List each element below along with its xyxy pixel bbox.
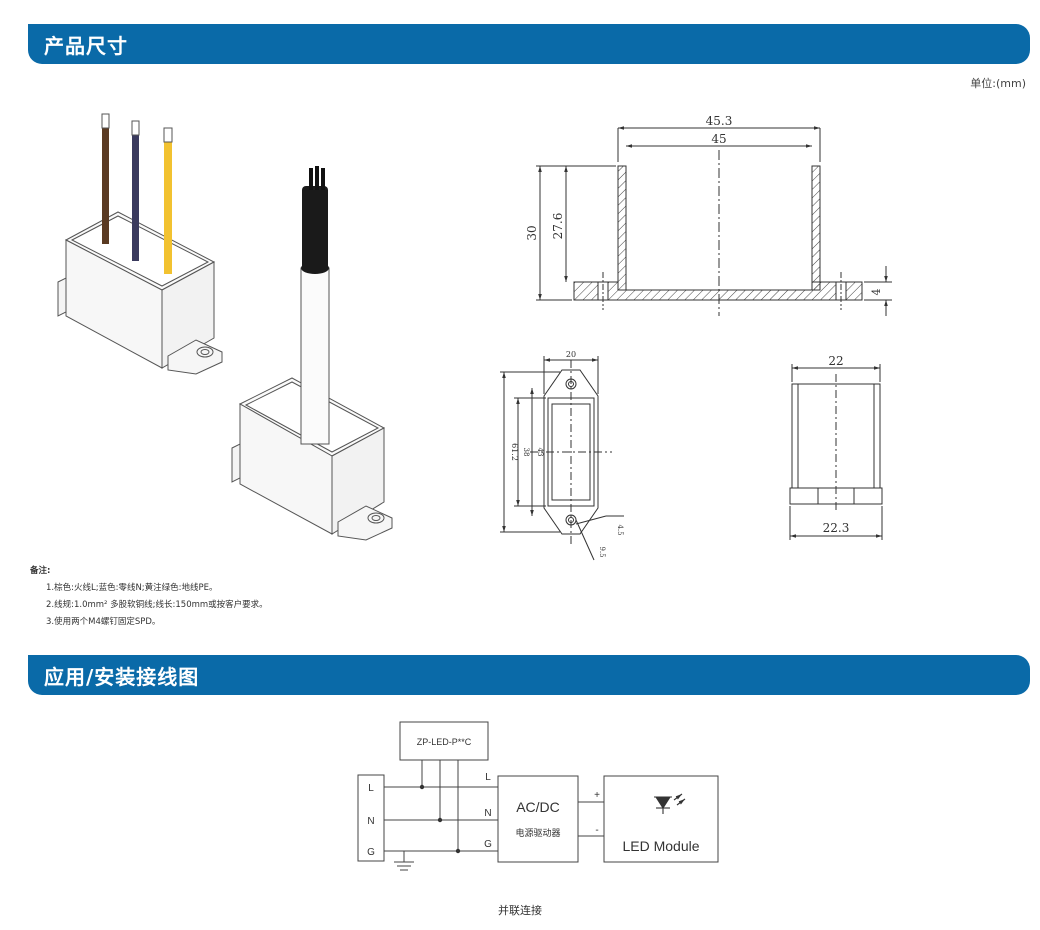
cable-black <box>302 186 328 270</box>
minus-label: - <box>595 825 598 836</box>
terminal-label-l: L <box>368 783 374 794</box>
dim-front-inner-width: 45 <box>711 132 726 146</box>
side-view <box>789 364 883 540</box>
dim-side-bottom-width: 22.3 <box>823 521 850 535</box>
section-title-wiring: 应用/安装接线图 <box>44 665 200 689</box>
section-banner-dimensions: 产品尺寸 <box>28 24 1030 64</box>
terminal-label-n: N <box>367 816 374 827</box>
dim-top-inner-length: 43 <box>536 448 544 457</box>
led-module-label: LED Module <box>622 838 699 854</box>
dim-top-hole-a: 4.5 <box>616 524 624 535</box>
led-diode-icon <box>654 793 686 814</box>
driver-subtitle: 电源驱动器 <box>515 827 560 839</box>
terminal-label-g: G <box>367 847 375 858</box>
line-label-g: G <box>484 839 492 850</box>
driver-title: AC/DC <box>516 799 560 815</box>
wiring-caption: 并联连接 <box>498 904 542 917</box>
line-label-n: N <box>484 808 491 819</box>
dim-top-width: 20 <box>566 350 576 359</box>
note-line-2: 2.线规:1.0mm² 多股软铜线;线长:150mm或按客户要求。 <box>46 600 268 610</box>
notes-block: 备注: 1.棕色:火线L;蓝色:零线N;黄注绿色:地线PE。 2.线规:1.0m… <box>30 563 268 631</box>
spd-label: ZP-LED-P**C <box>417 737 472 747</box>
section-title-dimensions: 产品尺寸 <box>44 34 128 58</box>
line-label-l: L <box>485 772 491 783</box>
notes-heading: 备注: <box>30 566 51 576</box>
dim-front-total-height: 30 <box>525 225 539 240</box>
dim-front-flange-thickness: 4 <box>870 289 883 296</box>
dim-top-hole-b: 9.5 <box>598 546 606 557</box>
dim-side-top-width: 22 <box>828 354 843 368</box>
wire-brown <box>102 126 109 244</box>
device-iso-wires <box>57 211 223 375</box>
wire-yellow <box>164 140 172 274</box>
plus-label: + <box>594 790 600 801</box>
dim-front-outer-width: 45.3 <box>706 114 733 128</box>
front-section-view <box>536 126 892 316</box>
top-view <box>500 356 624 561</box>
dim-top-outer-length: 61.2 <box>510 443 519 461</box>
dim-front-body-height: 27.6 <box>551 213 565 240</box>
device-iso-cable <box>231 267 393 541</box>
dim-top-mid-length: 38 <box>522 448 530 457</box>
wire-blue <box>132 133 139 261</box>
note-line-3: 3.使用两个M4螺钉固定SPD。 <box>46 617 161 627</box>
wiring-diagram <box>357 721 719 871</box>
unit-label: 单位:(mm) <box>970 77 1026 90</box>
note-line-1: 1.棕色:火线L;蓝色:零线N;黄注绿色:地线PE。 <box>46 583 218 593</box>
section-banner-wiring: 应用/安装接线图 <box>28 655 1030 695</box>
